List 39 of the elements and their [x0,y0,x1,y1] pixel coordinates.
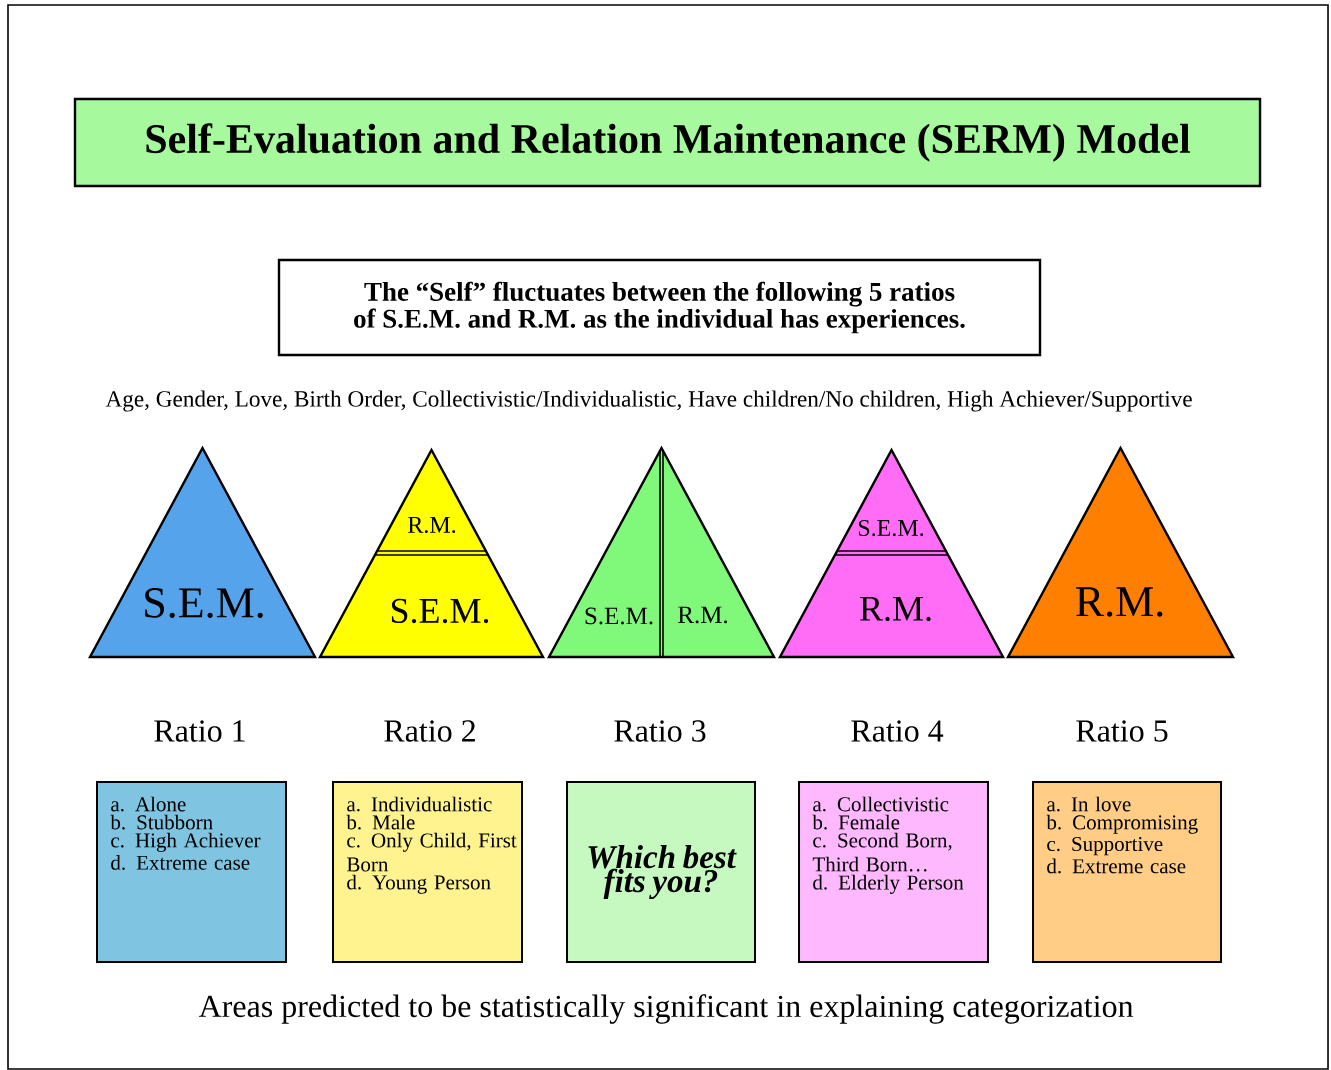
list-item: d. Elderly Person [813,874,964,894]
note-card [332,781,523,963]
ratio-label: Ratio 1 [154,720,245,742]
triangle-label: S.E.M. [391,598,489,624]
note-card [96,781,287,963]
ratio-label: Ratio 4 [851,720,944,742]
list-item: c. Second Born, Third Born… [812,832,952,872]
list-item: d. Young Person [347,874,491,894]
triangle-label: S.E.M. [858,519,924,537]
list-item: b. Female [812,814,900,830]
ratio-label: Ratio 5 [1076,720,1168,742]
caption: Areas predicted to be statistically significant in explaining categorization [198,994,1134,1024]
question-text: Which best fits you? [588,845,737,899]
triangle-label: S.E.M. [585,607,653,625]
text-panel: The “Self” fluctuates between the following 5 ratios of S.E.M. and R.M. as the individual has experiences. [277,258,1042,357]
title-banner: Self-Evaluation and Relation Maintenance (SERM) Model [73,97,1262,188]
list-item: b. Compromising [1046,814,1198,834]
list-item: b. Male [346,814,415,830]
note-card [1032,781,1222,963]
list-item: a. Alone [111,796,186,812]
factor-list: Age, Gender, Love, Birth Order, Collectivistic/Individualistic, Have children/No children, High Achiever/Supportive [105,390,1192,412]
list-item: c. Only Child, First Born [347,832,517,872]
list-item: c. Supportive [1047,837,1163,856]
list-item: d. Extreme case [111,855,250,870]
ratio-label: Ratio 3 [614,720,706,742]
triangle-label: R.M. [678,606,728,624]
list-item: a. Individualistic [347,796,492,812]
list-item: a. In love [1047,796,1131,812]
triangle-label: R.M. [860,596,931,622]
list-item: b. Stubborn [110,814,213,830]
ratio-label: Ratio 2 [384,720,475,742]
list-item: a. Collectivistic [813,796,949,812]
triangle-label: R.M. [408,517,456,534]
triangle-label: S.E.M. [145,588,263,618]
triangle-label: R.M. [1076,587,1163,617]
list-item: d. Extreme case [1047,858,1186,874]
note-card [566,781,756,963]
list-item: c. High Achiever [111,832,261,852]
note-card [798,781,989,963]
